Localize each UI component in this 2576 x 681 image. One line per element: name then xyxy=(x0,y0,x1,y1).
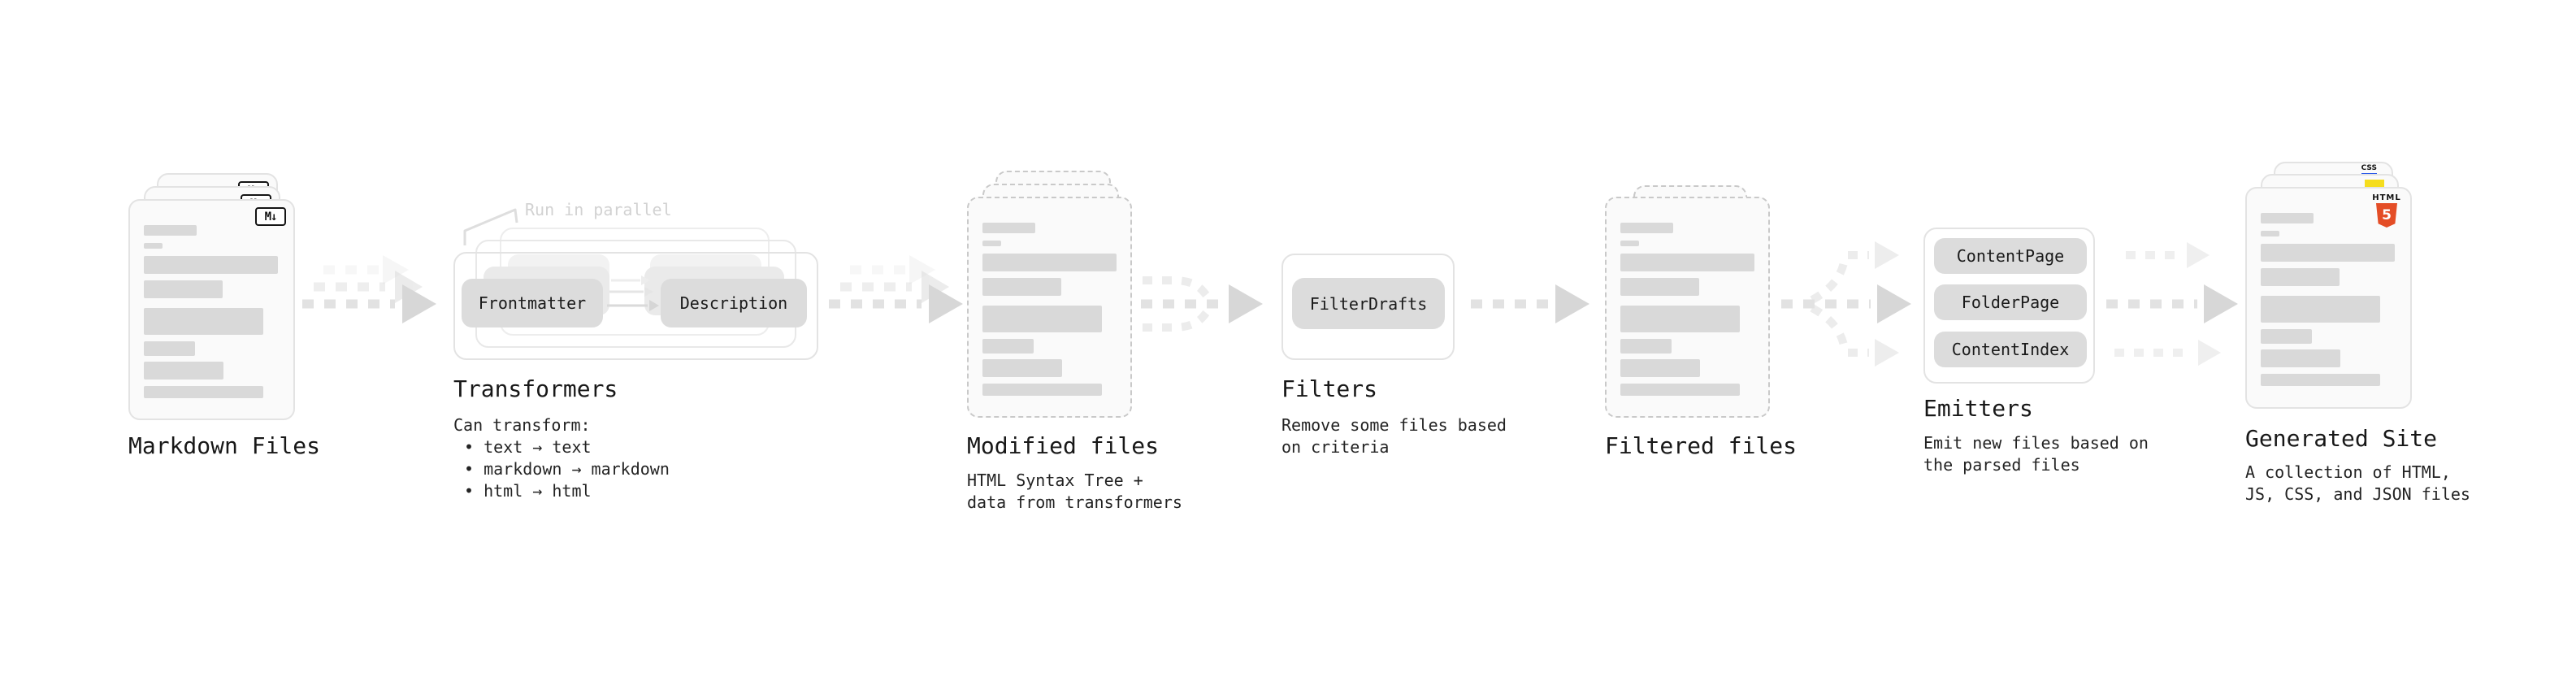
placeholder-text-bar xyxy=(1620,241,1639,246)
placeholder-text-bar xyxy=(1620,359,1700,377)
transform-bullet: • html → html xyxy=(464,481,592,501)
placeholder-text-bar xyxy=(1620,223,1673,233)
placeholder-text-bar xyxy=(144,341,195,356)
description-line: HTML Syntax Tree + xyxy=(967,471,1143,490)
arrow-modified-to-filters xyxy=(1141,276,1263,332)
markdown-file-card-front: M↓ xyxy=(128,199,295,420)
transformers-frame-front xyxy=(453,252,818,360)
placeholder-text-bar xyxy=(1620,339,1672,354)
transform-bullet: • text → text xyxy=(464,437,592,457)
placeholder-text-bar xyxy=(2261,244,2395,262)
placeholder-text-bar xyxy=(982,254,1117,271)
transformer-pill-description: Description xyxy=(661,279,807,327)
placeholder-text-bar xyxy=(2261,349,2340,367)
modified-files-description: HTML Syntax Tree + data from transformer… xyxy=(967,470,1182,514)
placeholder-text-bar xyxy=(982,384,1102,396)
filtered-files-title: Filtered files xyxy=(1605,432,1798,459)
description-line: the parsed files xyxy=(1923,455,2080,475)
placeholder-text-bar xyxy=(144,386,263,398)
placeholder-text-bar xyxy=(982,223,1035,233)
filtered-file-card-front xyxy=(1605,197,1770,418)
placeholder-text-bar xyxy=(982,339,1034,354)
placeholder-text-bar xyxy=(1620,278,1699,296)
placeholder-text-bar xyxy=(2261,329,2312,344)
emitter-pill-contentindex: ContentIndex xyxy=(1934,332,2087,367)
placeholder-text-bar xyxy=(144,308,263,335)
emitters-description: Emit new files based on the parsed files xyxy=(1923,432,2149,476)
arrow-markdown-to-transformers xyxy=(302,255,436,323)
filter-pill-filterdrafts: FilterDrafts xyxy=(1292,278,1445,329)
placeholder-text-bar xyxy=(982,241,1001,246)
placeholder-text-bar xyxy=(2261,213,2314,223)
placeholder-text-bar xyxy=(144,225,197,236)
description-line: JS, CSS, and JSON files xyxy=(2245,484,2470,504)
description-line: on criteria xyxy=(1281,437,1390,457)
description-line: Remove some files based xyxy=(1281,415,1507,435)
markdown-files-title: Markdown Files xyxy=(128,432,321,459)
filters-description: Remove some files based on criteria xyxy=(1281,414,1507,458)
placeholder-text-bar xyxy=(2261,268,2340,286)
placeholder-text-bar xyxy=(1620,384,1740,396)
placeholder-text-bar xyxy=(2261,374,2380,386)
transformers-title: Transformers xyxy=(453,375,618,402)
html5-icon: HTML 5 xyxy=(2372,193,2401,228)
placeholder-text-bar xyxy=(2261,296,2380,323)
description-line: data from transformers xyxy=(967,492,1182,512)
placeholder-text-bar xyxy=(982,359,1062,377)
placeholder-text-bar xyxy=(2261,231,2279,236)
html5-icon-word: HTML xyxy=(2372,193,2401,202)
transformers-description: Can transform: • text → text • markdown … xyxy=(453,414,670,502)
arrow-filters-to-filtered xyxy=(1471,284,1589,323)
run-in-parallel-note: Run in parallel xyxy=(525,200,672,219)
placeholder-text-bar xyxy=(982,278,1061,296)
generated-file-card-html: HTML 5 xyxy=(2245,187,2412,409)
arrow-transformers-to-modified xyxy=(829,255,963,323)
transformers-subtitle: Can transform: xyxy=(453,415,591,435)
placeholder-text-bar xyxy=(144,243,163,249)
filters-title: Filters xyxy=(1281,375,1378,402)
modified-files-title: Modified files xyxy=(967,432,1160,459)
placeholder-text-bar xyxy=(1620,254,1754,271)
description-line: Emit new files based on xyxy=(1923,433,2149,453)
emitter-pill-folderpage: FolderPage xyxy=(1934,284,2087,320)
placeholder-text-bar xyxy=(144,362,223,380)
arrow-filtered-to-emitters xyxy=(1781,241,1911,367)
modified-file-card-front xyxy=(967,197,1132,418)
emitters-title: Emitters xyxy=(1923,395,2033,422)
placeholder-text-bar xyxy=(144,280,223,298)
description-line: A collection of HTML, xyxy=(2245,462,2451,482)
markdown-icon: M↓ xyxy=(255,207,286,226)
generated-site-title: Generated Site xyxy=(2245,425,2438,452)
generated-site-description: A collection of HTML, JS, CSS, and JSON … xyxy=(2245,462,2470,505)
placeholder-text-bar xyxy=(144,256,278,274)
transformer-pill-frontmatter: Frontmatter xyxy=(462,279,603,327)
emitter-pill-contentpage: ContentPage xyxy=(1934,238,2087,274)
html5-icon-shield: 5 xyxy=(2376,203,2397,228)
placeholder-text-bar xyxy=(1620,306,1740,332)
arrow-emitters-to-generated xyxy=(2106,242,2238,366)
placeholder-text-bar xyxy=(982,306,1102,332)
transform-bullet: • markdown → markdown xyxy=(464,459,670,479)
